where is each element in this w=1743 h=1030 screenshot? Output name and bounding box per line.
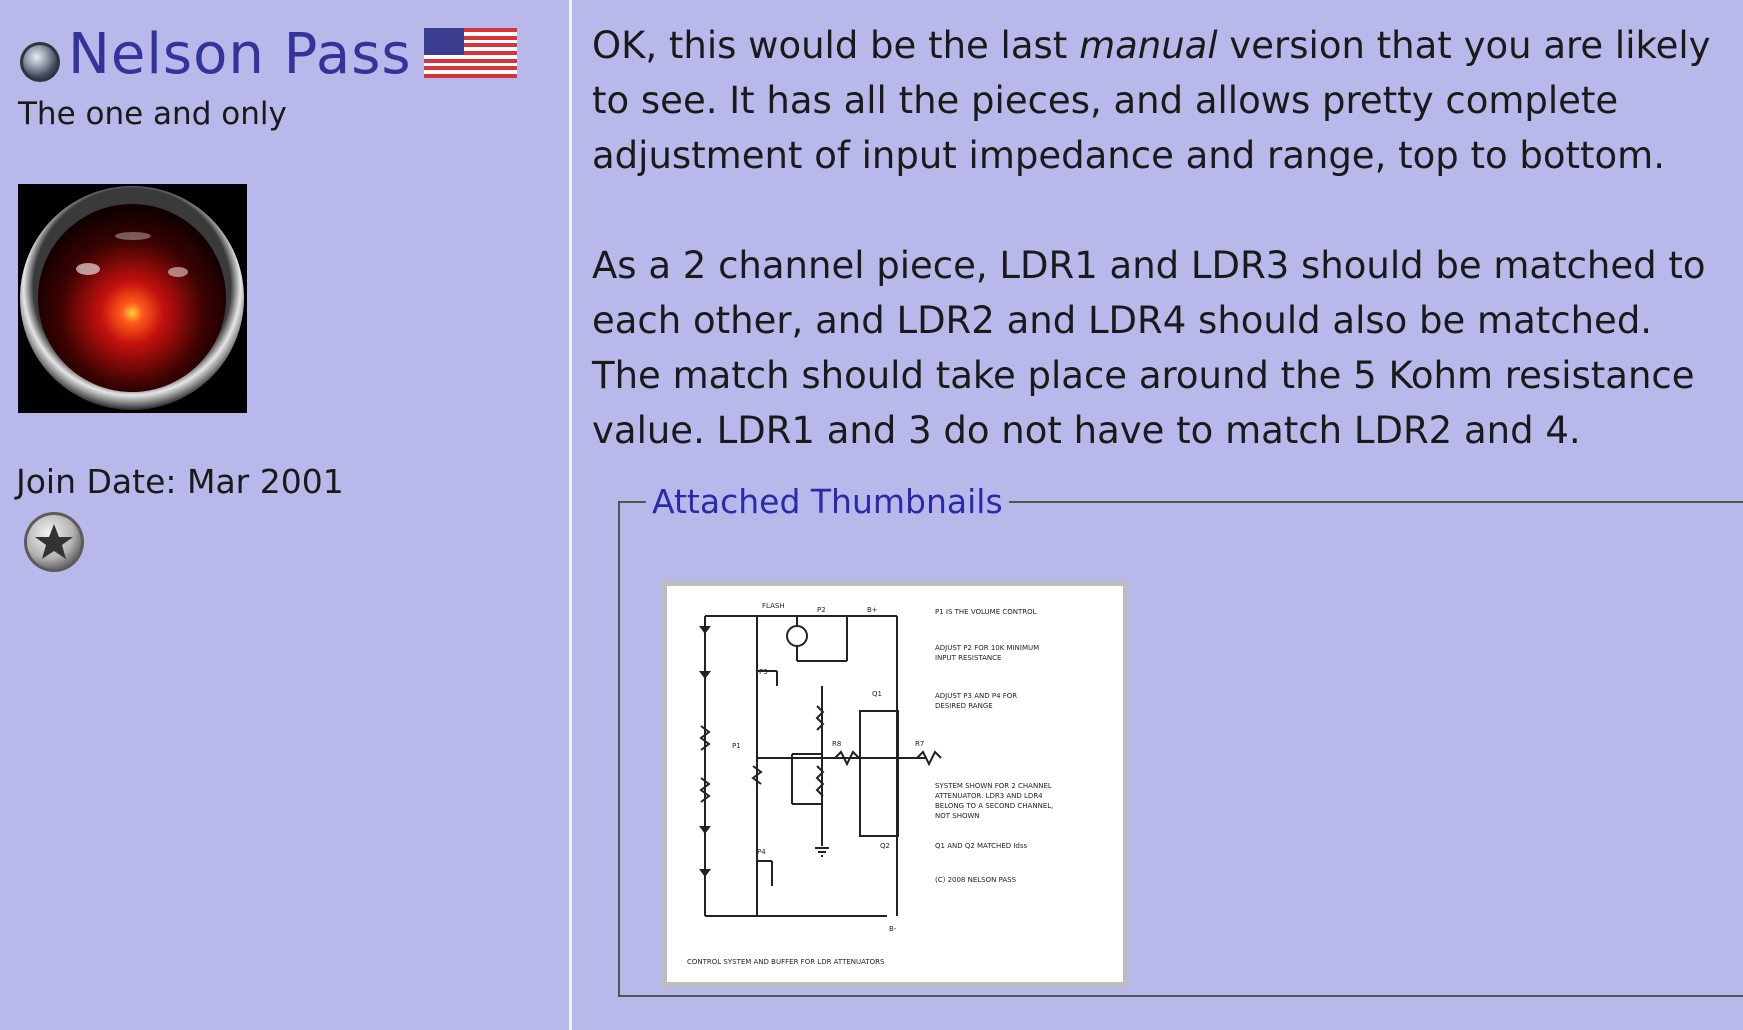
attachment-thumbnail[interactable]: FLASH P2 B+ Q1 Q2 P1 P3 P4 R7 R8 B- P1 I…: [662, 581, 1128, 987]
svg-text:SYSTEM SHOWN FOR 2 CHANNEL: SYSTEM SHOWN FOR 2 CHANNEL: [935, 782, 1052, 790]
user-title: The one and only: [18, 96, 287, 132]
attachments-box: Attached Thumbnails: [618, 482, 1743, 997]
user-info-sidebar: Nelson Pass The one and only: [0, 0, 572, 1030]
svg-text:INPUT RESISTANCE: INPUT RESISTANCE: [935, 654, 1001, 662]
schematic-label-flash: FLASH: [762, 602, 785, 610]
schematic-label-q1: Q1: [872, 690, 882, 698]
svg-text:BELONG TO A SECOND CHANNEL,: BELONG TO A SECOND CHANNEL,: [935, 802, 1053, 810]
schematic-label-r7: R7: [915, 740, 924, 748]
svg-text:ADJUST P3 AND P4 FOR: ADJUST P3 AND P4 FOR: [935, 692, 1017, 700]
svg-text:NOT SHOWN: NOT SHOWN: [935, 812, 980, 820]
schematic-label-r8: R8: [832, 740, 841, 748]
schematic-label-p3: P3: [759, 668, 768, 676]
us-flag-icon: [424, 28, 517, 78]
post-paragraph-1: OK, this would be the last manual versio…: [592, 24, 1711, 177]
schematic-notes: P1 IS THE VOLUME CONTROL ADJUST P2 FOR 1…: [687, 608, 1053, 966]
schematic-label-b-minus: B-: [889, 925, 897, 933]
join-date: Join Date: Mar 2001: [16, 462, 344, 501]
svg-text:(C) 2008 NELSON PASS: (C) 2008 NELSON PASS: [935, 876, 1017, 884]
attachments-legend: Attached Thumbnails: [652, 482, 1003, 521]
post-paragraph-2: As a 2 channel piece, LDR1 and LDR3 shou…: [592, 244, 1706, 452]
schematic-caption: CONTROL SYSTEM AND BUFFER FOR LDR ATTENU…: [687, 958, 885, 966]
username-link[interactable]: Nelson Pass: [68, 22, 412, 87]
svg-text:ATTENUATOR. LDR3 AND LDR4: ATTENUATOR. LDR3 AND LDR4: [935, 792, 1043, 800]
schematic-label-q2: Q2: [880, 842, 890, 850]
svg-text:P1 IS THE VOLUME CONTROL: P1 IS THE VOLUME CONTROL: [935, 608, 1037, 616]
schematic-label-p1: P1: [732, 742, 741, 750]
star-reputation-icon: [24, 512, 84, 572]
emphasis-text: manual: [1079, 24, 1218, 67]
schematic-label-p2: P2: [817, 606, 826, 614]
schematic-label-p4: P4: [757, 848, 766, 856]
svg-text:ADJUST P2 FOR 10K MINIMUM: ADJUST P2 FOR 10K MINIMUM: [935, 644, 1039, 652]
username-row: Nelson Pass: [18, 20, 412, 90]
online-status-icon: [20, 42, 60, 82]
schematic-label-b-plus: B+: [867, 606, 878, 614]
post-body: OK, this would be the last manual versio…: [592, 18, 1722, 513]
avatar[interactable]: [18, 184, 247, 413]
svg-text:Q1 AND Q2 MATCHED Idss: Q1 AND Q2 MATCHED Idss: [935, 842, 1028, 850]
svg-text:DESIRED RANGE: DESIRED RANGE: [935, 702, 993, 710]
